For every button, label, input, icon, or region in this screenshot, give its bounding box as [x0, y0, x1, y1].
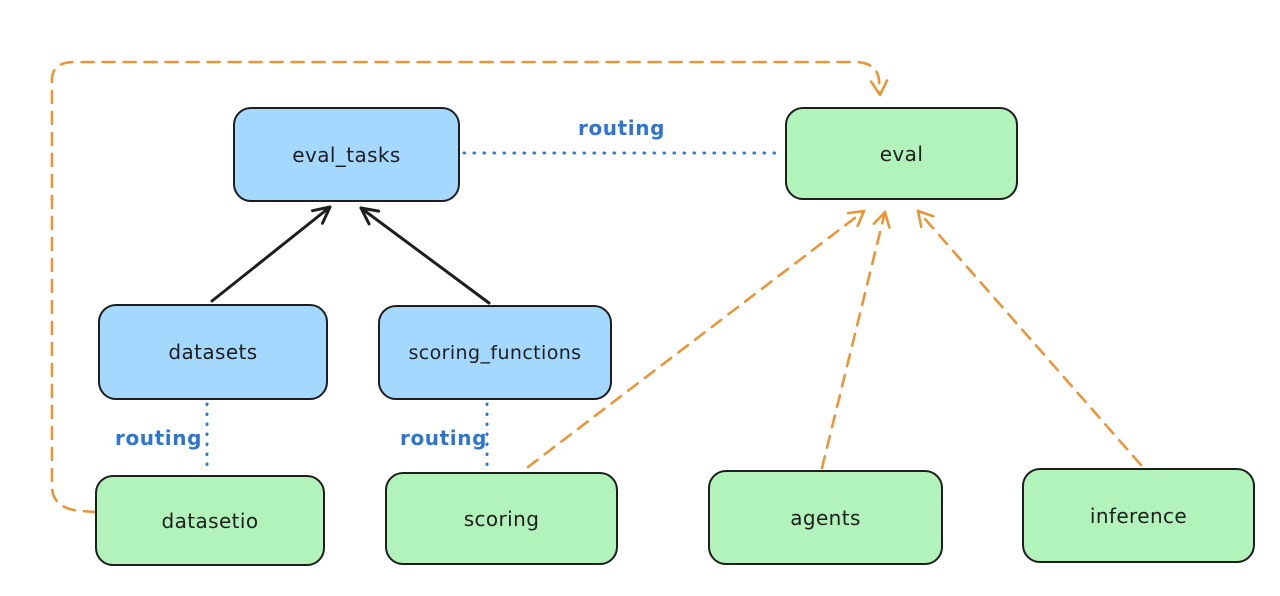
edge-label-routing-datasets-datasetio: routing: [115, 426, 203, 450]
edge-label-routing-scoring-functions-scoring: routing: [400, 426, 488, 450]
edge-datasets-to-eval-tasks: [210, 205, 332, 303]
node-eval-label: eval: [879, 141, 924, 166]
node-scoring-label: scoring: [463, 506, 540, 531]
edge-scoring-functions-to-eval-tasks: [359, 206, 491, 305]
node-scoring-functions-label: scoring_functions: [408, 341, 582, 364]
node-agents: agents: [708, 470, 943, 565]
edge-scoring-to-eval: [526, 209, 866, 469]
node-scoring: scoring: [385, 472, 618, 565]
node-datasets: datasets: [98, 304, 328, 400]
node-eval-tasks: eval_tasks: [233, 107, 460, 202]
edge-label-routing-eval-tasks-eval: routing: [578, 116, 666, 140]
node-datasetio: datasetio: [95, 475, 325, 566]
node-eval: eval: [785, 107, 1018, 200]
node-eval-tasks-label: eval_tasks: [292, 142, 401, 167]
node-inference: inference: [1022, 468, 1255, 563]
node-scoring-functions: scoring_functions: [378, 305, 612, 400]
node-agents-label: agents: [790, 505, 861, 530]
edge-agents-to-eval: [820, 210, 891, 470]
node-inference-label: inference: [1089, 503, 1188, 528]
node-datasets-label: datasets: [168, 340, 258, 364]
node-datasetio-label: datasetio: [161, 508, 259, 533]
edge-inference-to-eval: [916, 209, 1143, 467]
